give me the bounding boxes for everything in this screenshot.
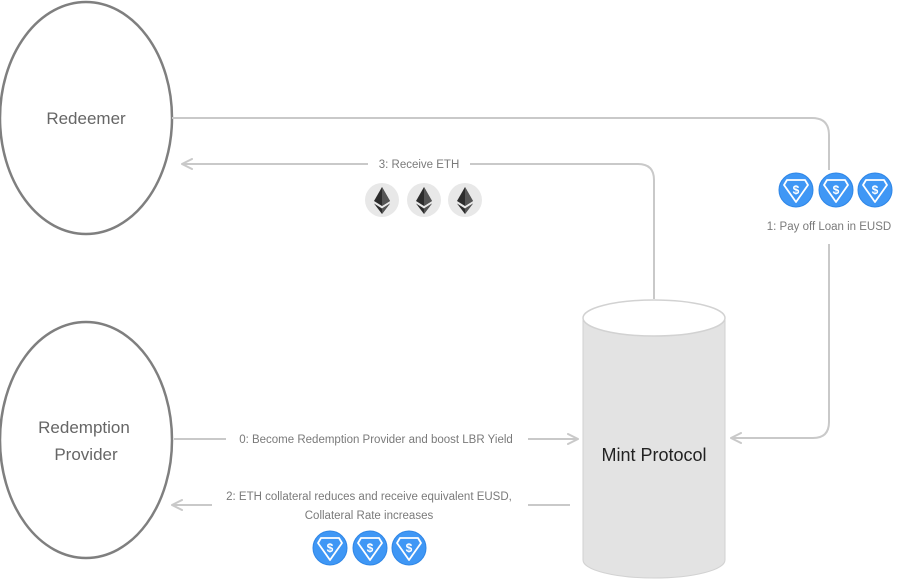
flow-step1-label: 1: Pay off Loan in EUSD — [767, 221, 891, 233]
mint-protocol-cylinder-body — [582, 317, 726, 579]
redeemer-label: Redeemer — [46, 109, 126, 128]
eusd-coin-icon — [312, 530, 348, 566]
flow-step0: 0: Become Redemption Provider and boost … — [174, 430, 579, 448]
mint-protocol-node: Mint Protocol — [582, 299, 726, 579]
redemption-provider-label-line1: Redemption — [38, 418, 130, 437]
flow-step3: 3: Receive ETH — [181, 154, 655, 299]
flow-step2-label-line2: Collateral Rate increases — [305, 510, 434, 522]
eth-coin-icon — [407, 183, 441, 217]
eth-coin-icon — [365, 183, 399, 217]
flow-step1-line — [172, 117, 830, 444]
eusd-coin-icon — [857, 172, 893, 208]
eusd-coin-icon — [778, 172, 814, 208]
redemption-provider-ellipse — [0, 320, 174, 560]
redeemer-node: Redeemer — [0, 0, 174, 236]
flow-step2: 2: ETH collateral reduces and receive eq… — [171, 488, 570, 566]
eusd-coin-icon — [352, 530, 388, 566]
flow-step0-label: 0: Become Redemption Provider and boost … — [239, 434, 513, 446]
redemption-provider-label-line2: Provider — [54, 445, 118, 464]
mint-protocol-label: Mint Protocol — [601, 445, 706, 465]
eusd-coin-icon — [818, 172, 854, 208]
flow-step3-label: 3: Receive ETH — [379, 159, 460, 171]
eusd-coin-icon — [391, 530, 427, 566]
flow-step3-line — [181, 158, 655, 299]
redemption-provider-node: Redemption Provider — [0, 320, 174, 560]
flow-step1: 1: Pay off Loan in EUSD — [172, 117, 893, 444]
mint-protocol-cylinder-top — [582, 299, 726, 337]
flow-step2-label-line1: 2: ETH collateral reduces and receive eq… — [226, 491, 512, 503]
eth-coin-icon — [448, 183, 482, 217]
